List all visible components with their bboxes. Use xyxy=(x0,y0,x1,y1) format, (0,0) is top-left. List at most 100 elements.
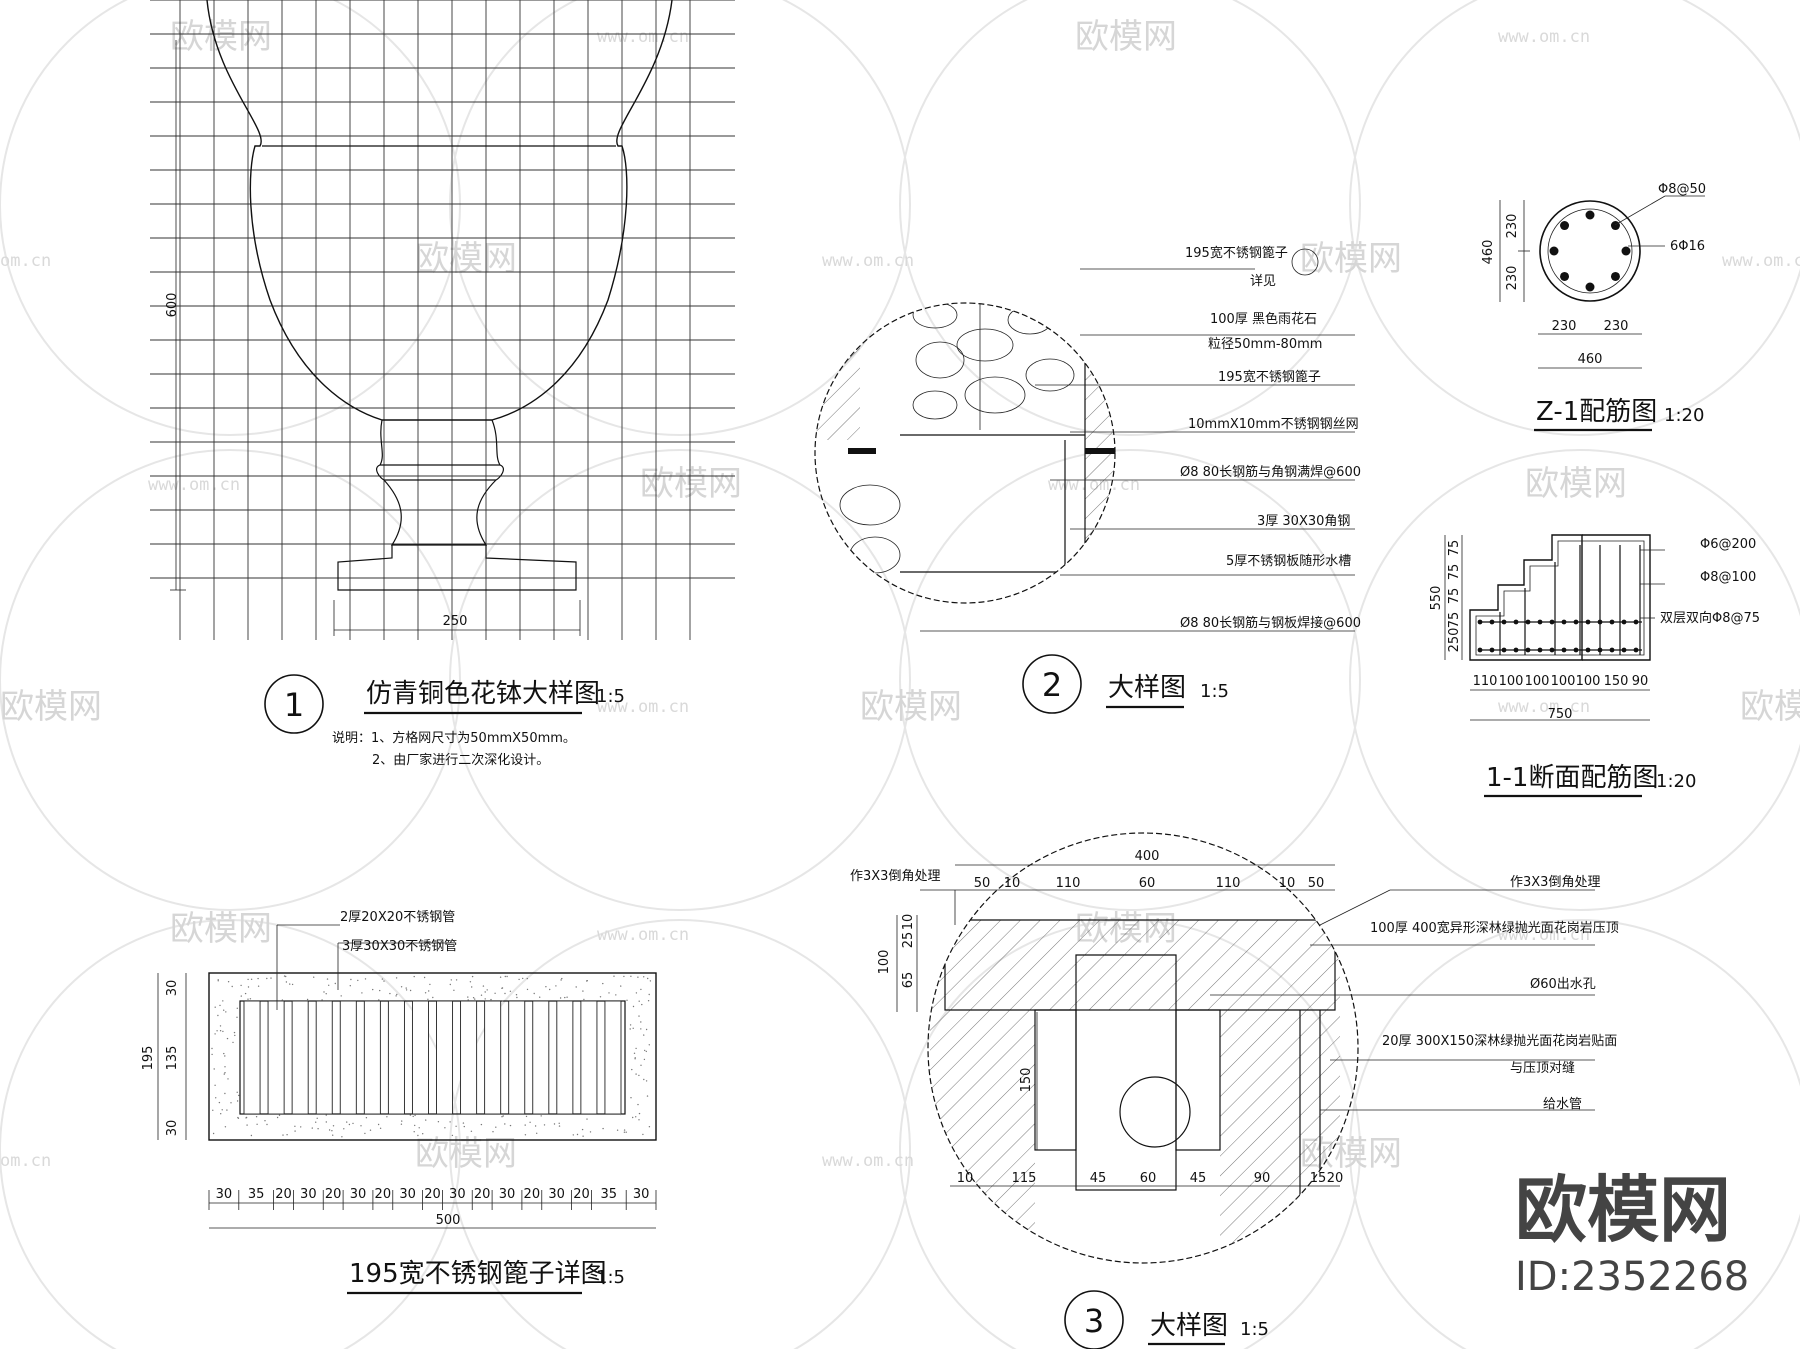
d2-label-7: 3厚 30X30角钢 xyxy=(1257,514,1350,529)
texture-dot xyxy=(223,1009,225,1011)
texture-dot xyxy=(429,983,431,986)
texture-dot xyxy=(349,985,351,987)
texture-dot xyxy=(255,1116,258,1118)
texture-dot xyxy=(638,1074,640,1077)
texture-dot xyxy=(518,978,520,981)
texture-dot xyxy=(334,982,336,985)
grate-vdim: 135 xyxy=(165,1046,180,1071)
texture-dot xyxy=(219,1030,222,1032)
texture-dot xyxy=(474,998,476,1000)
texture-dot xyxy=(471,986,473,988)
texture-dot xyxy=(549,988,551,991)
texture-dot xyxy=(649,980,652,982)
texture-dot xyxy=(217,979,219,981)
texture-dot xyxy=(257,977,259,980)
rebar-dot xyxy=(1549,619,1555,625)
texture-dot xyxy=(467,996,469,998)
texture-dot xyxy=(641,1003,643,1006)
texture-dot xyxy=(602,1127,604,1130)
texture-dot xyxy=(326,978,329,980)
texture-dot xyxy=(509,990,512,992)
watermark-url: www.om.cn xyxy=(597,27,689,47)
grate-bar xyxy=(436,1000,454,1115)
texture-dot xyxy=(237,1116,239,1119)
d3-bottom-dim: 15 xyxy=(1310,1171,1327,1186)
d3-top-dim: 60 xyxy=(1139,876,1156,891)
texture-dot xyxy=(227,981,230,983)
z1-dim-h2: 230 xyxy=(1604,319,1629,334)
rebar-dot xyxy=(1477,619,1483,625)
watermark-brand: 欧模网 xyxy=(170,17,272,57)
texture-dot xyxy=(233,1031,236,1034)
texture-dot xyxy=(581,1128,584,1131)
texture-dot xyxy=(364,978,367,980)
texture-dot xyxy=(630,975,632,977)
texture-dot xyxy=(300,1126,302,1128)
texture-dot xyxy=(630,1097,632,1099)
texture-dot xyxy=(451,1134,454,1137)
d3-label-right-4: 与压顶对缝 xyxy=(1510,1061,1575,1076)
texture-dot xyxy=(648,1126,651,1128)
texture-dot xyxy=(632,1027,634,1030)
grate-hdim: 30 xyxy=(300,1187,317,1202)
texture-dot xyxy=(484,991,486,993)
texture-dot xyxy=(214,1084,216,1087)
texture-dot xyxy=(332,1134,334,1136)
detail1-note-2: 2、由厂家进行二次深化设计。 xyxy=(372,752,549,768)
texture-dot xyxy=(232,1041,234,1044)
watermark-brand: 欧模网 xyxy=(640,464,742,504)
rebar-dot xyxy=(1501,647,1507,653)
texture-dot xyxy=(561,977,563,980)
d3-label-right-1: 100厚 400宽异形深林绿抛光面花岗岩压顶 xyxy=(1370,920,1619,936)
texture-dot xyxy=(553,1123,556,1125)
texture-dot xyxy=(582,1135,584,1137)
grate-title: 195宽不锈钢篦子详图 xyxy=(349,1259,607,1289)
grate-hdim: 30 xyxy=(499,1187,516,1202)
rebar-dot xyxy=(1489,619,1495,625)
texture-dot xyxy=(637,976,639,978)
texture-dot xyxy=(212,1132,215,1135)
texture-dot xyxy=(257,985,260,987)
detail1-scale: 1:5 xyxy=(596,686,625,707)
rebar-dot xyxy=(1621,647,1627,653)
grate-hdim: 20 xyxy=(524,1187,541,1202)
texture-dot xyxy=(645,1028,648,1031)
texture-dot xyxy=(281,999,284,1001)
texture-dot xyxy=(463,1125,465,1128)
grate-bar xyxy=(508,1000,526,1115)
texture-dot xyxy=(278,1114,281,1117)
texture-dot xyxy=(613,975,615,977)
d3-label-right-3: 20厚 300X150深林绿抛光面花岗岩贴面 xyxy=(1382,1033,1617,1049)
rebar-dot xyxy=(1573,647,1579,653)
d3-bottom-dim: 115 xyxy=(1012,1171,1037,1186)
detail3-scale: 1:5 xyxy=(1240,1319,1269,1340)
texture-dot xyxy=(472,997,475,999)
texture-dot xyxy=(412,1115,414,1118)
texture-dot xyxy=(315,1121,317,1123)
grate-label-1: 3厚30X30不锈钢管 xyxy=(342,939,457,954)
rebar-dot xyxy=(1477,647,1483,653)
d3-label-left-0: 作3X3倒角处理 xyxy=(850,869,940,884)
watermark-brand: 欧模网 xyxy=(860,687,962,727)
texture-dot xyxy=(646,1095,649,1097)
texture-dot xyxy=(224,1055,226,1057)
rebar-dot xyxy=(1561,647,1567,653)
texture-dot xyxy=(417,1134,419,1137)
d2-label-6: Ø8 80长钢筋与角钢满焊@600 xyxy=(1180,464,1361,480)
d2-label-4: 195宽不锈钢篦子 xyxy=(1218,369,1321,385)
z1-scale: 1:20 xyxy=(1664,405,1704,426)
rebar-dot xyxy=(1610,221,1620,231)
s11-hdim: 100 xyxy=(1576,674,1601,689)
d3-top-dim: 110 xyxy=(1216,876,1241,891)
grate-bar xyxy=(411,1000,429,1115)
d2-label-5: 10mmX10mm不锈钢钢丝网 xyxy=(1188,417,1359,432)
texture-dot xyxy=(437,1121,440,1123)
texture-dot xyxy=(357,979,359,982)
z1-dim-v1: 230 xyxy=(1505,214,1520,239)
rebar-dot xyxy=(1610,271,1620,281)
watermark-url: www.om.cn xyxy=(1498,27,1590,47)
texture-dot xyxy=(533,992,535,995)
texture-dot xyxy=(425,1119,427,1121)
texture-dot xyxy=(328,984,330,986)
